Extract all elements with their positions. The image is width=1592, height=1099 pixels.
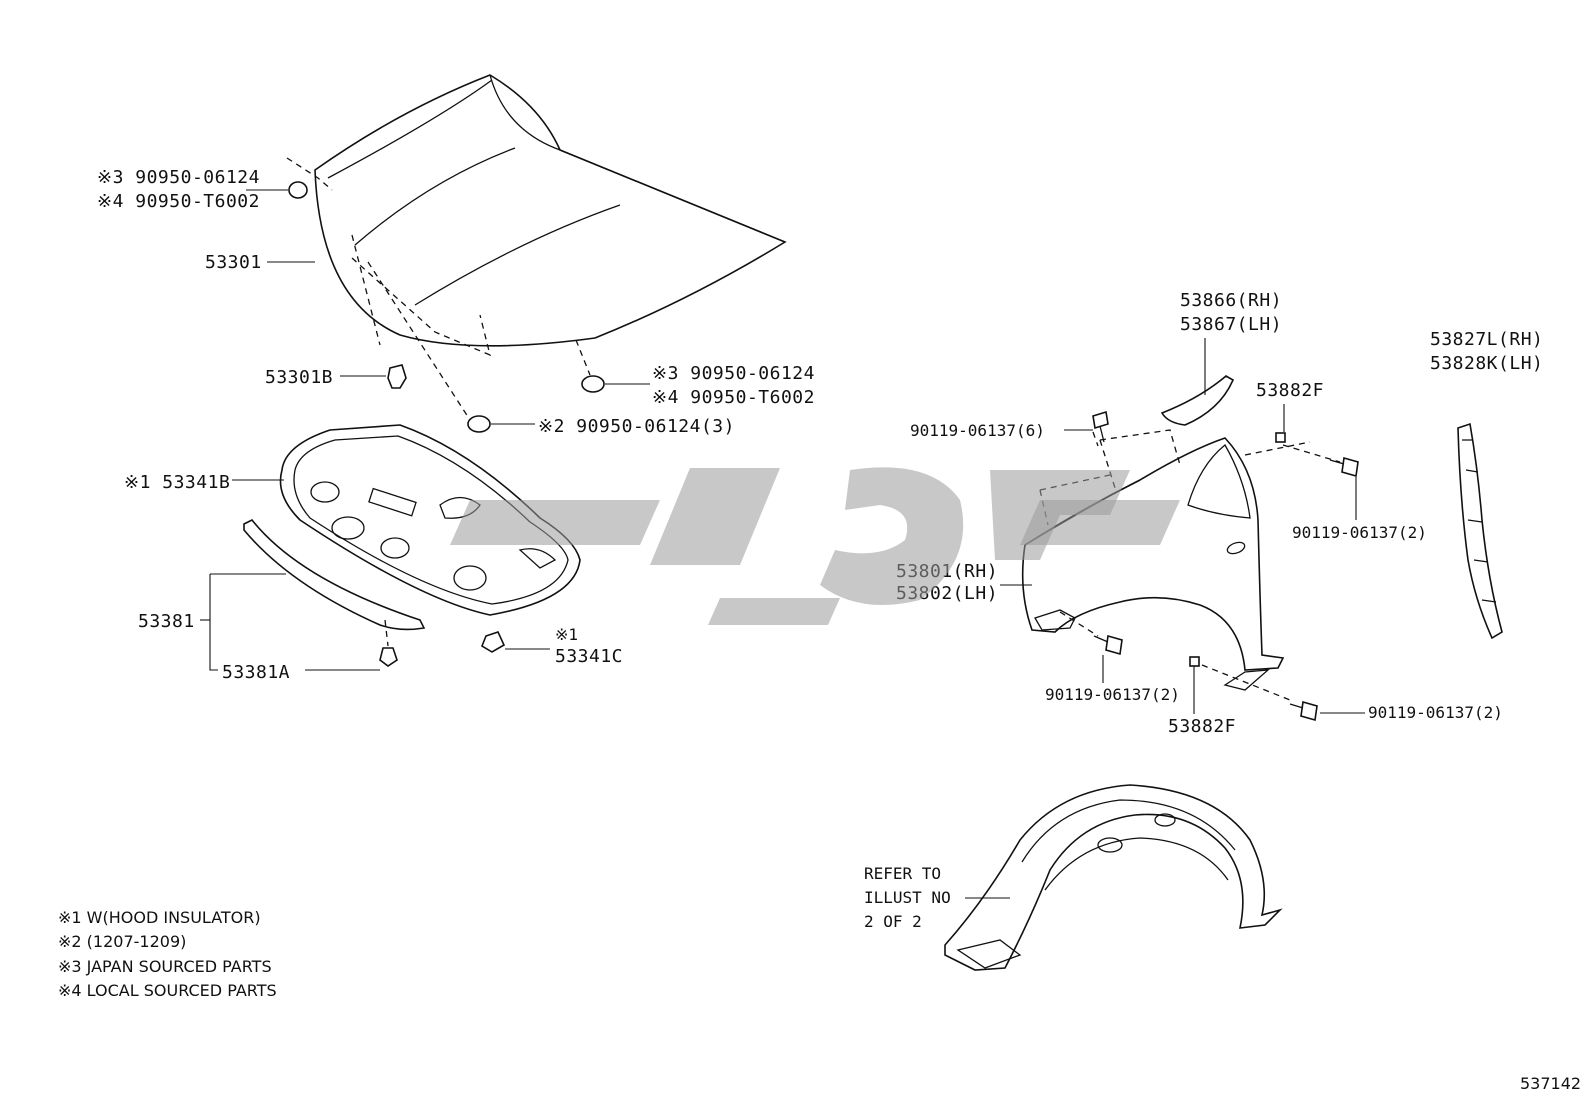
bolt-bottom-right-part [1289, 700, 1318, 722]
label-hood-grommet-top-a: ※3 90950-06124 [97, 167, 260, 188]
bolt-top-left-part [1092, 410, 1109, 443]
seal-clip-part [379, 647, 398, 667]
label-fender-seal-lh: 53867(LH) [1180, 314, 1282, 335]
fender-bracket-part [1457, 422, 1503, 640]
label-hood-cushion: 53301B [265, 367, 333, 388]
label-refer-line3: 2 OF 2 [864, 912, 922, 931]
hood-grommet-top [288, 181, 308, 199]
fender-liner-part [944, 784, 1283, 971]
label-seal: 53381 [138, 611, 195, 632]
hood-grommet-mid [581, 375, 605, 393]
label-hood-insulator: ※1 53341B [124, 472, 230, 493]
note-1: ※1 W(HOOD INSULATOR) [58, 908, 261, 927]
nut-top-part [1275, 432, 1286, 443]
hood-dashed-guides [286, 157, 591, 421]
label-hood-grommet-low: ※2 90950-06124(3) [538, 416, 735, 437]
part-labels: ※3 90950-06124 ※4 90950-T6002 53301 5330… [58, 167, 1581, 1093]
note-4: ※4 LOCAL SOURCED PARTS [58, 981, 277, 1000]
note-2: ※2 (1207-1209) [58, 932, 186, 951]
label-fender-seal-rh: 53866(RH) [1180, 290, 1282, 311]
label-bolt-top-right: 90119-06137(2) [1292, 523, 1427, 542]
note-3: ※3 JAPAN SOURCED PARTS [58, 957, 272, 976]
label-seal-clip: 53381A [222, 662, 290, 683]
bolt-bottom-left-part [1093, 634, 1123, 656]
nut-bottom-part [1189, 656, 1200, 667]
hood-panel [314, 74, 787, 347]
hood-seal-part [243, 518, 426, 631]
insulator-clip-part [481, 631, 506, 653]
fender-part [1021, 437, 1285, 691]
bolt-top-right-part [1329, 456, 1359, 478]
label-bracket-rh: 53827L(RH) [1430, 329, 1543, 350]
label-refer-line1: REFER TO [864, 864, 941, 883]
label-bolt-top-left: 90119-06137(6) [910, 421, 1045, 440]
label-bolt-bottom-right: 90119-06137(2) [1368, 703, 1503, 722]
label-insulator-clip: 53341C [555, 646, 623, 667]
label-refer-line2: ILLUST NO [864, 888, 951, 907]
label-nut-top: 53882F [1256, 380, 1324, 401]
hood-grommet-low [467, 415, 491, 433]
label-bracket-lh: 53828K(LH) [1430, 353, 1543, 374]
label-hood-grommet-top-b: ※4 90950-T6002 [97, 191, 260, 212]
label-hood: 53301 [205, 252, 262, 273]
label-insulator-clip-mark: ※1 [555, 625, 578, 644]
label-hood-grommet-mid-b: ※4 90950-T6002 [652, 387, 815, 408]
hood-cushion-part [387, 364, 407, 389]
leader-lines [200, 189, 1365, 899]
label-bolt-bottom-left: 90119-06137(2) [1045, 685, 1180, 704]
label-hood-grommet-mid-a: ※3 90950-06124 [652, 363, 815, 384]
label-nut-bottom: 53882F [1168, 716, 1236, 737]
watermark-logo [450, 467, 1180, 625]
diagram-id: 537142 [1520, 1074, 1581, 1093]
fender-seal-part [1160, 375, 1235, 426]
